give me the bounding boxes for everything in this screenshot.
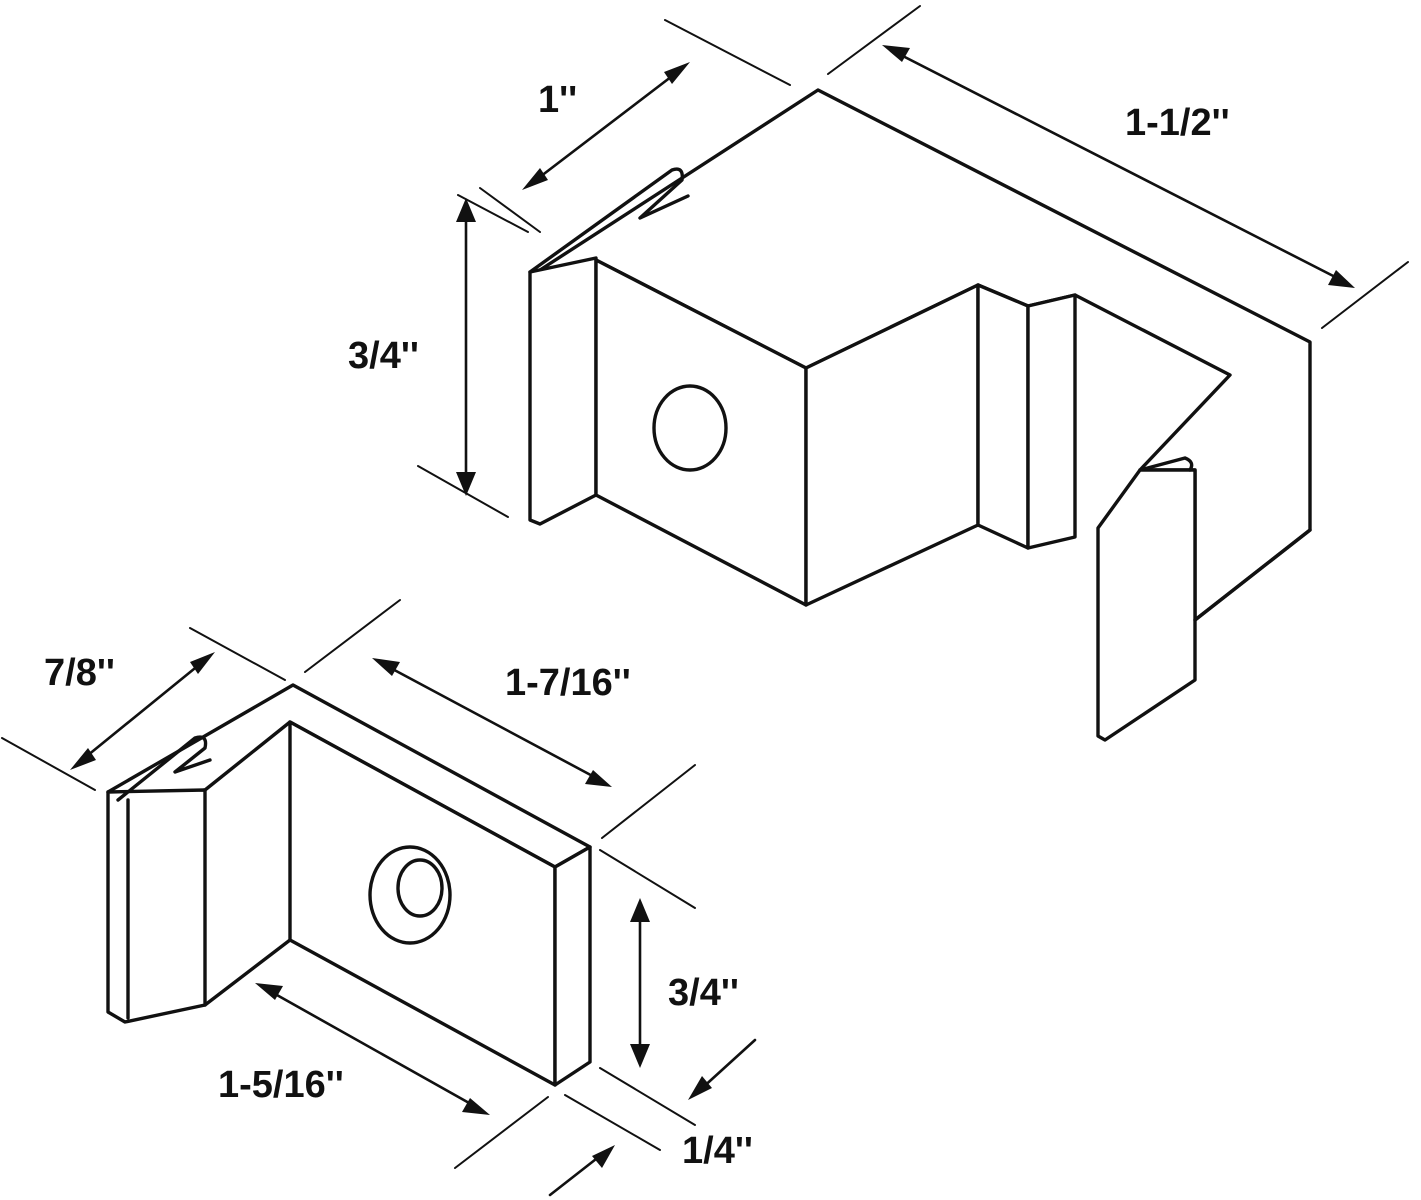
small-bracket-end-face <box>553 845 592 1087</box>
large-bracket <box>528 88 1312 742</box>
large-height-label: 3/4'' <box>348 335 419 377</box>
small-bracket <box>106 683 592 1087</box>
small-bracket-slot <box>116 735 212 802</box>
large-length-dimension: 1-1/2'' <box>827 5 1409 329</box>
large-bracket-left-slot <box>528 167 690 274</box>
large-length-label: 1-1/2'' <box>1125 102 1230 144</box>
small-depth-label: 7/8'' <box>44 652 115 694</box>
large-depth-dimension: 1'' <box>479 19 791 233</box>
large-bracket-right-slot <box>1138 456 1194 472</box>
large-bracket-right-edge <box>1193 528 1312 622</box>
small-bottom-length-dimension: 1-5/16'' <box>218 983 549 1169</box>
small-bottom-length-label: 1-5/16'' <box>218 1064 344 1106</box>
large-bracket-hole <box>652 384 728 472</box>
small-height-label: 3/4'' <box>668 972 739 1014</box>
small-top-length-label: 1-7/16'' <box>505 662 631 704</box>
small-top-length-dimension: 1-7/16'' <box>304 599 696 839</box>
small-thickness-dimension: 1/4'' <box>548 1038 757 1197</box>
small-thickness-label: 1/4'' <box>682 1130 753 1172</box>
small-bracket-left-flange <box>106 788 207 1024</box>
small-height-dimension: 3/4'' <box>599 849 739 1126</box>
large-bracket-channel-left-wall <box>976 283 1030 550</box>
large-bracket-channel-back-wall <box>1026 293 1077 550</box>
large-bracket-right-flange <box>1096 468 1197 742</box>
small-bracket-lower-edge <box>203 938 292 1007</box>
small-depth-dimension: 7/8'' <box>1 627 286 791</box>
large-height-dimension: 3/4'' <box>348 194 529 518</box>
small-bracket-hole-inner <box>396 858 444 918</box>
large-bracket-left-flange <box>528 256 598 526</box>
large-depth-label: 1'' <box>538 79 577 121</box>
